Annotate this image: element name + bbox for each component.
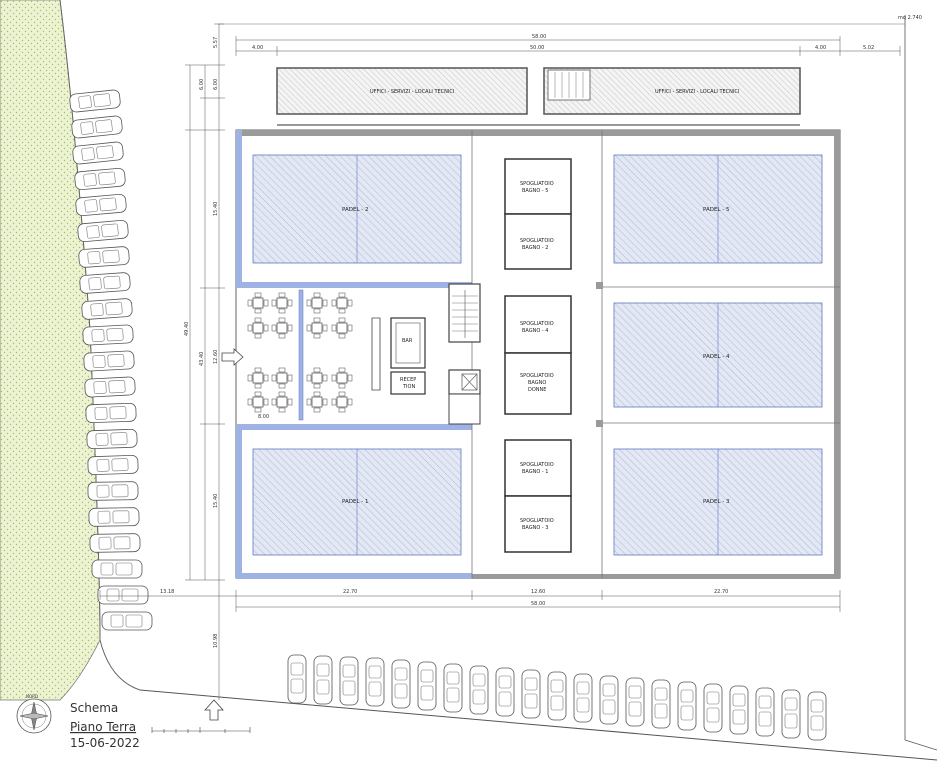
dim-front-setback: 10.98 — [213, 634, 219, 648]
column — [596, 282, 603, 289]
main-stair — [448, 283, 481, 343]
dim-office-depth-b: 6.00 — [213, 79, 219, 90]
dim-left-offset: 4.00 — [252, 45, 263, 51]
entrance-arrow-icon — [221, 348, 244, 366]
svg-text:BAGNO - 1: BAGNO - 1 — [522, 469, 548, 475]
court-label: PADEL - 4 — [703, 354, 730, 360]
dim-court-depth-top: 15.40 — [213, 202, 219, 216]
office-stair — [547, 69, 591, 101]
dimension-lines-left — [185, 23, 225, 700]
dim-middle-depth: 12.60 — [213, 350, 219, 364]
dim-bottom-left: 22.70 — [343, 589, 357, 595]
dim-left-gap: 13.18 — [160, 589, 174, 595]
locker-room-5: SPOGLIATOIO BAGNO - 1 — [504, 439, 572, 497]
reception-desk: RECEP TION — [390, 371, 426, 395]
locker-room-4: SPOGLIATOIO BAGNO DONNE — [504, 352, 572, 415]
wall-bottom — [472, 574, 840, 579]
road-edge-left — [59, 0, 141, 691]
svg-text:SPOGLIATOIO: SPOGLIATOIO — [520, 462, 554, 468]
dim-total-width-bottom: 58.00 — [531, 601, 545, 607]
dim-inner-width: 50.00 — [530, 45, 544, 51]
svg-text:BAGNO - 2: BAGNO - 2 — [522, 245, 548, 251]
dimension-lines-top — [235, 36, 901, 56]
scale-bar — [151, 727, 251, 733]
column — [596, 420, 603, 427]
svg-text:RECEP: RECEP — [400, 377, 416, 383]
compass-label: NORD — [26, 694, 38, 699]
court-label: PADEL - 5 — [703, 207, 730, 213]
svg-text:SPOGLIATOIO: SPOGLIATOIO — [520, 518, 554, 524]
court-padel-2: PADEL - 2 — [252, 154, 462, 264]
svg-text:SPOGLIATOIO: SPOGLIATOIO — [520, 321, 554, 327]
parking-bottom — [287, 654, 827, 741]
locker-room-6: SPOGLIATOIO BAGNO - 3 — [504, 495, 572, 553]
bar-label: BAR — [402, 338, 413, 344]
court-padel-3: PADEL - 3 — [613, 448, 823, 556]
road-edge-bottom — [139, 689, 937, 761]
wall-left-bottom — [236, 424, 242, 578]
svg-text:SPOGLIATOIO: SPOGLIATOIO — [520, 238, 554, 244]
court-padel-5: PADEL - 5 — [613, 154, 823, 264]
compass-icon — [16, 698, 52, 734]
wall-left-top — [236, 130, 242, 288]
wall-mid-bottom — [236, 424, 472, 430]
dim-office-depth-a: 6.00 — [199, 79, 205, 90]
dim-top-setback: 5.57 — [213, 37, 219, 48]
court-label: PADEL - 1 — [342, 499, 368, 505]
svg-text:DONNE: DONNE — [528, 387, 546, 393]
court-label: PADEL - 2 — [342, 207, 368, 213]
dim-total-depth: 43.40 — [199, 352, 205, 366]
dim-bottom-center: 12.60 — [531, 589, 545, 595]
dim-right-extra: 5.02 — [863, 45, 874, 51]
office-left-label: UFFICI - SERVIZI - LOCALI TECNICI — [370, 89, 454, 95]
office-block-left: UFFICI - SERVIZI - LOCALI TECNICI — [276, 67, 528, 115]
svg-text:BAGNO - 5: BAGNO - 5 — [522, 188, 548, 194]
svg-text:SPOGLIATOIO: SPOGLIATOIO — [520, 181, 554, 187]
wall-top — [236, 130, 840, 136]
court-padel-4: PADEL - 4 — [613, 302, 823, 408]
locker-room-1: SPOGLIATOIO BAGNO - 5 — [504, 158, 572, 215]
locker-room-2: SPOGLIATOIO BAGNO - 2 — [504, 213, 572, 270]
legend-title: Schema — [70, 701, 118, 715]
dim-total-width-top: 58.00 — [532, 34, 546, 40]
wall-right — [834, 130, 840, 578]
bar-counter: BAR — [371, 317, 426, 391]
legend-subtitle: Piano Terra — [70, 720, 136, 734]
dim-court-depth-bottom: 15.40 — [213, 494, 219, 508]
main-entrance-arrow-icon — [204, 699, 224, 721]
site-boundary-right-2 — [904, 739, 937, 751]
lounge-partition — [298, 289, 304, 421]
court-padel-1: PADEL - 1 — [252, 448, 462, 556]
svg-text:BAGNO: BAGNO — [528, 380, 546, 386]
dimension-lines-bottom — [99, 590, 841, 612]
wall-mid-top — [236, 282, 472, 288]
svg-text:BAGNO - 4: BAGNO - 4 — [522, 328, 548, 334]
office-right-label: UFFICI - SERVIZI - LOCALI TECNICI — [655, 89, 739, 95]
court-label: PADEL - 3 — [703, 499, 730, 505]
dim-bottom-right: 22.70 — [714, 589, 728, 595]
svg-text:SPOGLIATOIO: SPOGLIATOIO — [520, 373, 554, 379]
legend-date: 15-06-2022 — [70, 736, 140, 750]
area-note: mq 2.740 — [898, 15, 922, 21]
svg-text:TION: TION — [402, 384, 415, 390]
elevator — [448, 369, 481, 425]
locker-room-3: SPOGLIATOIO BAGNO - 4 — [504, 295, 572, 354]
svg-text:BAGNO - 3: BAGNO - 3 — [522, 525, 548, 531]
dim-lounge-width: 8.00 — [258, 414, 269, 420]
dim-right-offset: 4.00 — [815, 45, 826, 51]
wall-bottom-left — [236, 573, 472, 579]
dim-overall-depth: 49.40 — [184, 322, 190, 336]
